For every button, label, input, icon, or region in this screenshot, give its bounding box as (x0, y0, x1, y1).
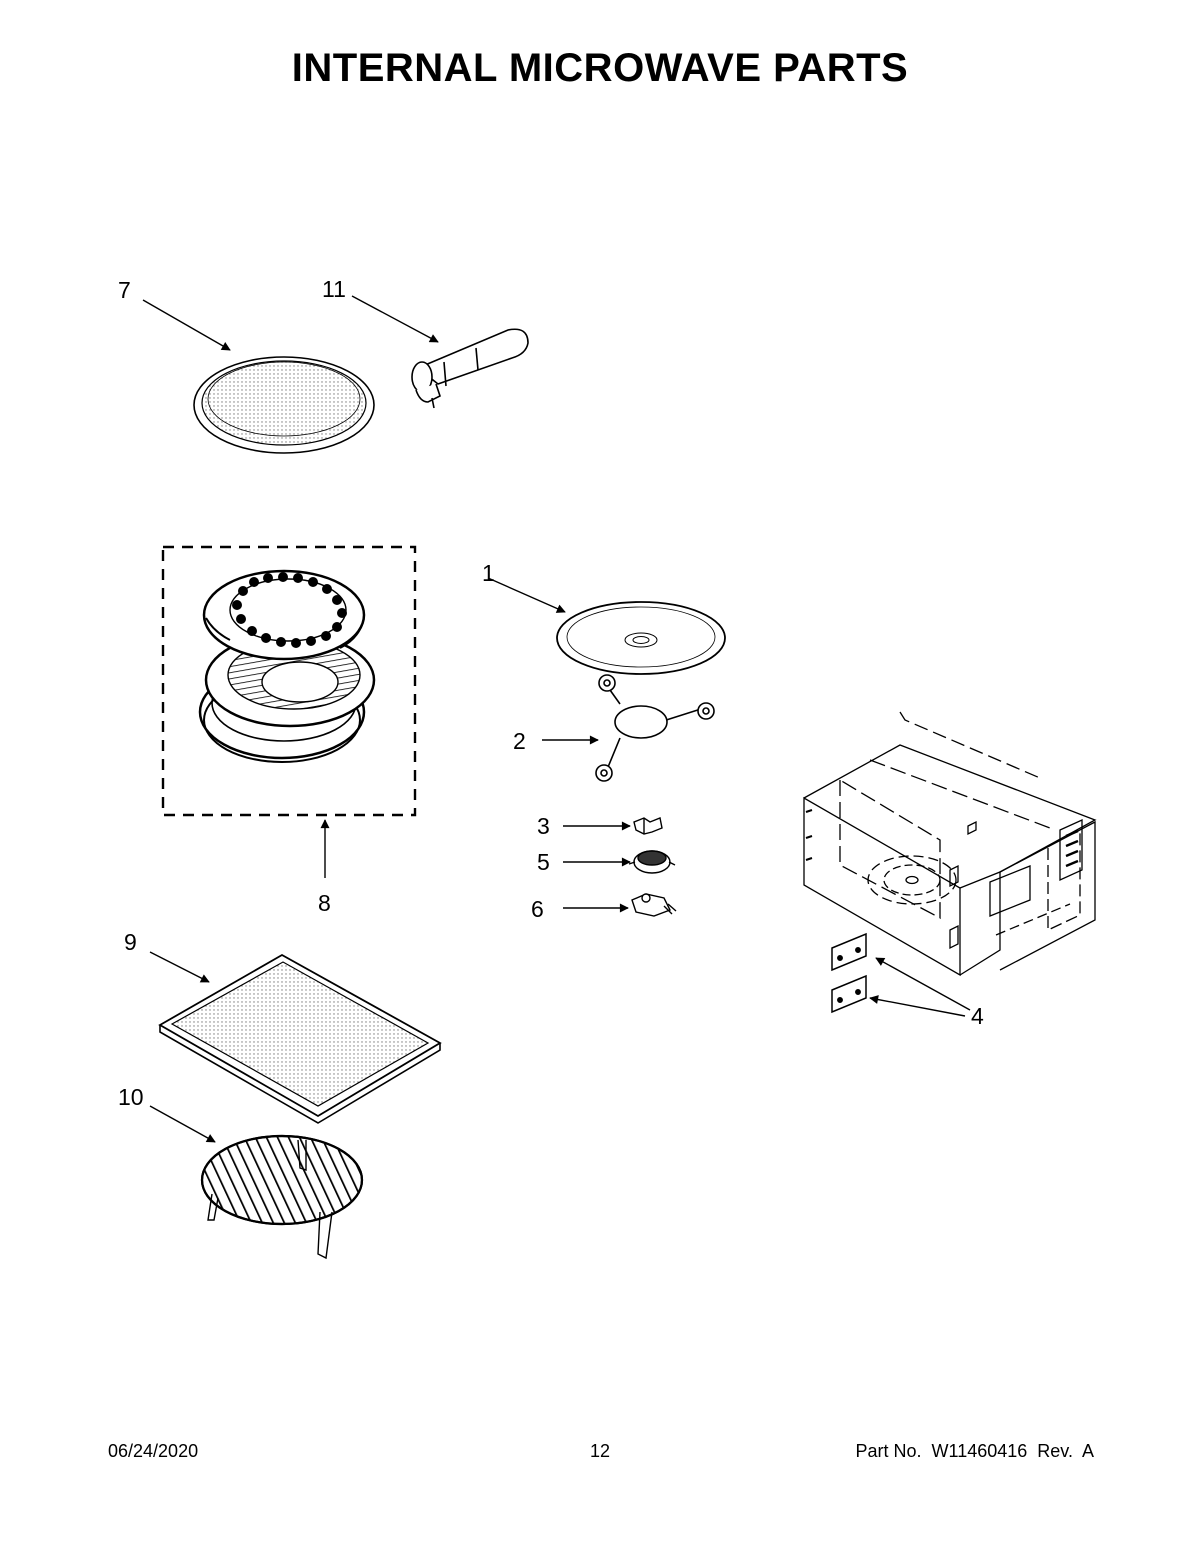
handle-part-11 (411, 328, 529, 409)
callout-11: 11 (322, 276, 346, 302)
microwave-cavity-assembly (803, 711, 1097, 977)
callout-8: 8 (318, 890, 331, 916)
callout-4: 4 (971, 1003, 984, 1029)
motor-part-5 (628, 850, 676, 874)
page-title: INTERNAL MICROWAVE PARTS (291, 46, 909, 90)
steamer-set-part-8 (161, 545, 417, 817)
callout-6: 6 (531, 896, 544, 922)
footer-part-number: Part No. W11460416 Rev. A (855, 1441, 1094, 1461)
footer-page-number: 12 (589, 1441, 611, 1461)
coupler-part-3 (633, 817, 663, 835)
callout-2: 2 (513, 728, 526, 754)
turntable-motor-part-6 (631, 893, 677, 917)
leader-arrows (142, 295, 971, 1143)
wire-rack-part-10 (200, 1134, 364, 1260)
callout-10: 10 (118, 1084, 144, 1110)
roller-support-part-2 (595, 674, 715, 782)
callout-7: 7 (118, 277, 131, 303)
crisper-plate-part-7 (193, 356, 375, 454)
callout-1: 1 (482, 560, 495, 586)
waveguide-cover-part-4 (831, 932, 867, 1014)
callout-5: 5 (537, 849, 550, 875)
turntable-tray-part-1 (556, 601, 726, 675)
baking-tray-part-9 (158, 953, 442, 1124)
footer-date: 06/24/2020 (108, 1441, 199, 1461)
callout-3: 3 (537, 813, 550, 839)
callout-9: 9 (124, 929, 137, 955)
